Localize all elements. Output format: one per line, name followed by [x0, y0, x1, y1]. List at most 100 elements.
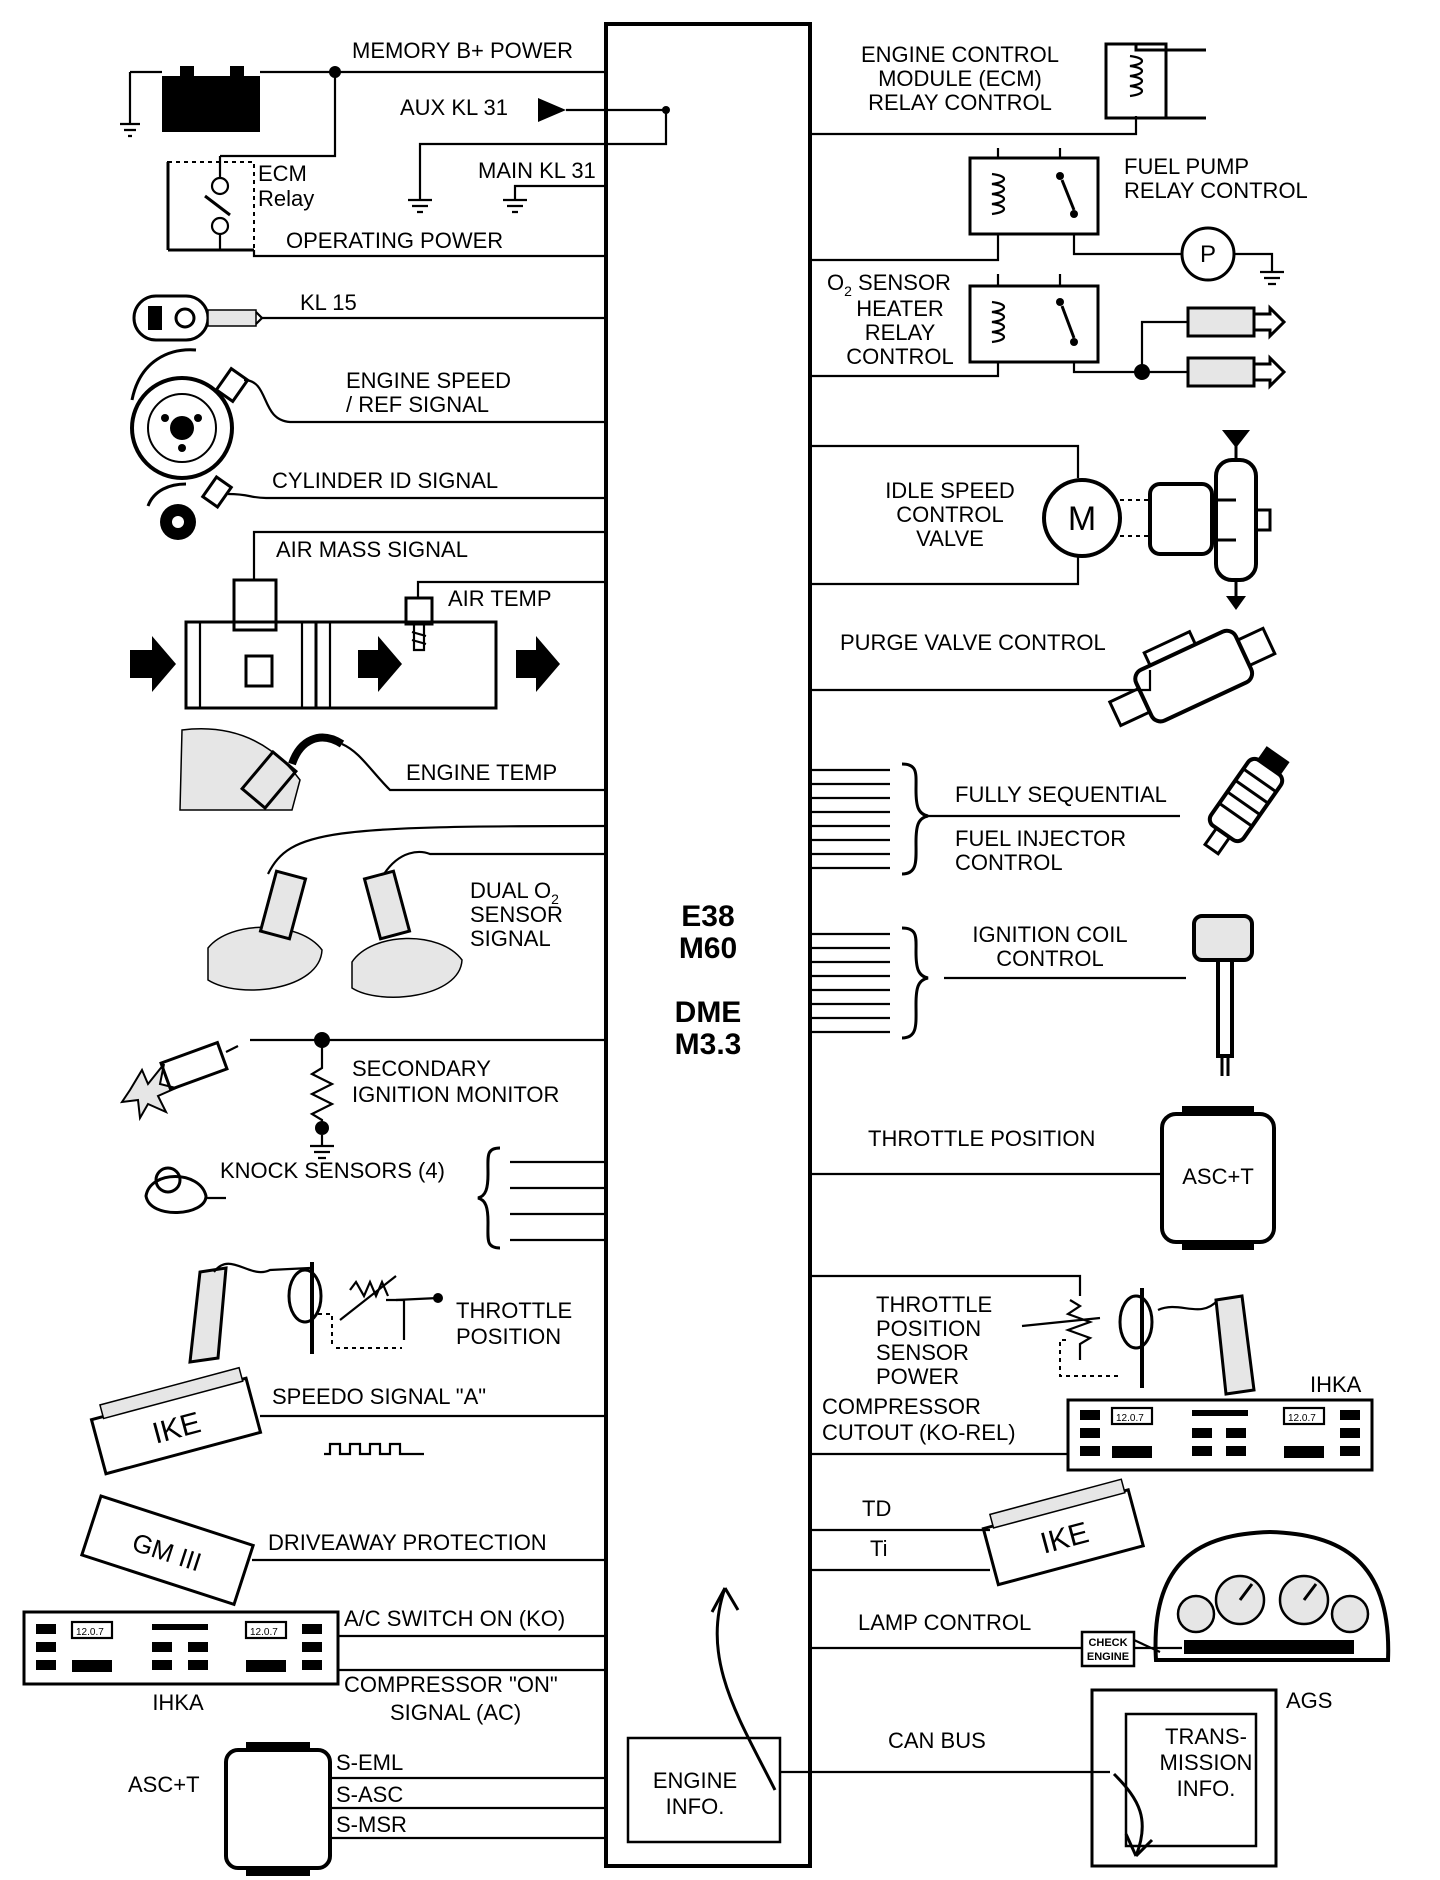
fuel-pump-label-2: RELAY CONTROL [1124, 178, 1308, 203]
o2-heater-element-icon-1 [1186, 306, 1256, 338]
s-msr-label: S-MSR [336, 1812, 407, 1837]
module-model-line2: M60 [679, 932, 737, 965]
memory-power-label: MEMORY B+ POWER [352, 38, 573, 63]
dual-o2-sensors: DUAL O2 SENSOR SIGNAL [207, 824, 607, 998]
air-mass-meter: AIR MASS SIGNAL AIR TEMP [130, 530, 606, 710]
coil-brace [901, 926, 929, 1040]
ihka-right-display-1: 12.0.7 [1116, 1413, 1144, 1424]
asc-left: ASC+T S-EML S-ASC S-MSR [128, 1742, 606, 1876]
injector-label-1: FULLY SEQUENTIAL [955, 782, 1167, 807]
aux-kl31: AUX KL 31 [400, 95, 670, 214]
ihka-left-display-2: 12.0.7 [250, 1627, 278, 1638]
engine-info-arrow [715, 1587, 777, 1791]
kl15-label: KL 15 [300, 290, 357, 315]
ihka-left: 12.0.7 12.0.7 IHKA A/C SWITCH ON (KO) CO… [22, 1606, 606, 1725]
pump-symbol: P [1200, 241, 1216, 268]
main-kl31: MAIN KL 31 [478, 158, 606, 214]
cylinder-id-label: CYLINDER ID SIGNAL [272, 468, 498, 493]
engine-temp-sensor: ENGINE TEMP [179, 728, 606, 811]
tps-label-2: POSITION [876, 1316, 981, 1341]
o2-heater-relay-icon [968, 284, 1100, 364]
asc-right-label: ASC+T [1182, 1164, 1254, 1189]
tps-power: THROTTLE POSITION SENSOR POWER [810, 1274, 1256, 1396]
injector-brace [901, 762, 929, 876]
ecm-label-1: ENGINE CONTROL [861, 42, 1059, 67]
ecm-label-2: MODULE (ECM) [878, 66, 1042, 91]
knock-sensors-label: KNOCK SENSORS (4) [220, 1158, 445, 1183]
gm3-label: GM III [129, 1527, 206, 1577]
idle-label-3: VALVE [916, 526, 984, 551]
ags-module-box [1090, 1688, 1278, 1868]
ihka-right-panel-icon [1066, 1398, 1374, 1472]
throttle-pedal-left: THROTTLE POSITION [188, 1262, 572, 1364]
purge-label: PURGE VALVE CONTROL [840, 630, 1106, 655]
throttle-pos-label: THROTTLE POSITION [868, 1126, 1095, 1151]
knock-sensors: KNOCK SENSORS (4) [144, 1146, 606, 1250]
dual-o2-label-3: SIGNAL [470, 926, 551, 951]
ecm-relay-label-1: ECM [258, 161, 307, 186]
engine-info-line2: INFO. [666, 1794, 725, 1819]
ignition-key: KL 15 [132, 290, 606, 342]
o2-heater-label-2: HEATER [856, 296, 944, 321]
ihka-left-panel-icon [22, 1610, 340, 1686]
operating-power-label: OPERATING POWER [286, 228, 503, 253]
throttle-left-label-2: POSITION [456, 1324, 561, 1349]
knock-sensor-icon [154, 1166, 182, 1194]
flywheel-icon [130, 376, 234, 480]
dual-o2-label-1: DUAL O2 [470, 878, 559, 907]
ti-label: Ti [870, 1536, 888, 1561]
coolant-sensor-icon [239, 749, 299, 811]
engine-speed-sensor: ENGINE SPEED / REF SIGNAL [130, 348, 606, 480]
ihka-right-display-2: 12.0.7 [1288, 1413, 1316, 1424]
compressor-cut-label-2: CUTOUT (KO-REL) [822, 1420, 1016, 1445]
idle-motor-icon [1042, 478, 1122, 558]
ecm-label-3: RELAY CONTROL [868, 90, 1052, 115]
s-eml-label: S-EML [336, 1750, 403, 1775]
trans-label-1: TRANS- [1165, 1724, 1247, 1749]
gm3-module-icon [79, 1494, 256, 1607]
idle-airflow-arrow-icon-1 [1222, 430, 1250, 448]
driveaway-label: DRIVEAWAY PROTECTION [268, 1530, 547, 1555]
tps-label-3: SENSOR [876, 1340, 969, 1365]
can-bus-ags: CAN BUS AGS TRANS- MISSION INFO. [780, 1688, 1332, 1868]
dual-o2-label-2: SENSOR [470, 902, 563, 927]
idle-airflow-arrow-icon-2 [1226, 596, 1246, 610]
driveaway-protection: GM III DRIVEAWAY PROTECTION [79, 1494, 606, 1607]
air-temp-label: AIR TEMP [448, 586, 552, 611]
pedal-icon-left [188, 1266, 228, 1364]
ignition-coil-control: IGNITION COIL CONTROL [810, 914, 1254, 1076]
lamp-label: LAMP CONTROL [858, 1610, 1031, 1635]
idle-label-2: CONTROL [896, 502, 1004, 527]
air-mass-label: AIR MASS SIGNAL [276, 537, 468, 562]
ihka-left-display-1: 12.0.7 [76, 1627, 104, 1638]
dme-control-module: E38 M60 DME M3.3 ENGINE INFO. [604, 22, 812, 1868]
speedo-signal: IKE SPEEDO SIGNAL "A" [89, 1366, 606, 1476]
ike-right: TD Ti IKE [810, 1478, 1146, 1587]
tps-label-4: POWER [876, 1364, 959, 1389]
module-model-line3: DME [675, 996, 742, 1029]
engine-speed-label-1: ENGINE SPEED [346, 368, 511, 393]
o2-heater-relay: O2 SENSOR HEATER RELAY CONTROL [810, 270, 1287, 390]
coil-label-2: CONTROL [996, 946, 1104, 971]
square-wave-icon [324, 1442, 424, 1456]
engine-info-box [626, 1736, 782, 1844]
td-label: TD [862, 1496, 891, 1521]
engine-info-line1: ENGINE [653, 1768, 737, 1793]
asc-left-label: ASC+T [128, 1772, 200, 1797]
idle-label-1: IDLE SPEED [885, 478, 1015, 503]
injector-label-3: CONTROL [955, 850, 1063, 875]
injector-label-2: FUEL INJECTOR [955, 826, 1126, 851]
secondary-ignition-label-2: IGNITION MONITOR [352, 1082, 559, 1107]
ike-right-label: IKE [1037, 1516, 1092, 1560]
idle-speed-valve: IDLE SPEED CONTROL VALVE M [810, 430, 1272, 610]
instrument-cluster-icon [1153, 1529, 1391, 1662]
throttle-position-output: THROTTLE POSITION ASC+T [810, 1106, 1276, 1250]
check-label-1: CHECK [1088, 1637, 1127, 1649]
main-kl31-label: MAIN KL 31 [478, 158, 596, 183]
o2-heater-element-icon-2 [1186, 356, 1256, 388]
module-model-line1: E38 [681, 900, 734, 933]
speedo-label: SPEEDO SIGNAL "A" [272, 1384, 486, 1409]
engine-speed-label-2: / REF SIGNAL [346, 392, 489, 417]
ags-label: AGS [1286, 1688, 1332, 1713]
